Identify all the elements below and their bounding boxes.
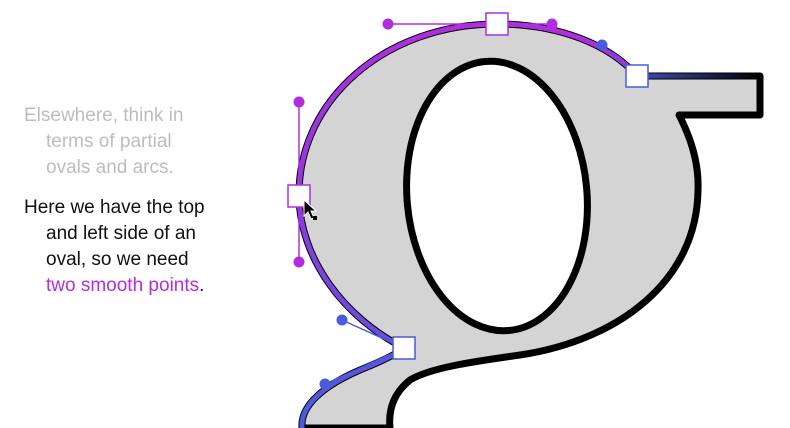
anchor-point-top[interactable] bbox=[485, 12, 509, 36]
caption-main-line-2: and left side of an bbox=[46, 223, 196, 244]
handle-dot-lower-b[interactable] bbox=[319, 378, 331, 390]
handle-dots bbox=[293, 18, 608, 390]
caption-main-line-3: oval, so we need bbox=[46, 249, 189, 270]
caption-trailing-period: . bbox=[199, 275, 205, 296]
anchor-points bbox=[287, 12, 649, 360]
caption-muted-line-3: ovals and arcs. bbox=[46, 157, 174, 178]
anchor-point-lower[interactable] bbox=[392, 336, 416, 360]
handle-line-lower-b bbox=[324, 347, 405, 385]
caption-muted: Elsewhere, think in terms of partial ova… bbox=[24, 103, 183, 181]
selection-arrow-cursor-icon bbox=[303, 198, 318, 220]
anchor-point-right[interactable] bbox=[625, 64, 649, 88]
caption-highlight: two smooth points bbox=[46, 275, 200, 296]
handle-dot-left-top[interactable] bbox=[293, 96, 305, 108]
caption-main-line-4: two smooth points. bbox=[24, 273, 205, 299]
handle-dot-left-bottom[interactable] bbox=[293, 256, 305, 268]
glyph-counter bbox=[403, 57, 591, 335]
caption-muted-line-1: Elsewhere, think in bbox=[24, 105, 184, 126]
handle-dot-top-left[interactable] bbox=[382, 18, 394, 30]
selected-path-left bbox=[296, 21, 640, 428]
caption-main-line-1: Here we have the top bbox=[24, 197, 205, 218]
handle-dot-lower-a[interactable] bbox=[336, 314, 348, 326]
handle-dot-top-right[interactable] bbox=[546, 18, 558, 30]
handle-dot-right-upper[interactable] bbox=[596, 39, 608, 51]
caption-muted-line-2: terms of partial bbox=[46, 131, 172, 152]
caption-main: Here we have the top and left side of an… bbox=[24, 195, 205, 299]
